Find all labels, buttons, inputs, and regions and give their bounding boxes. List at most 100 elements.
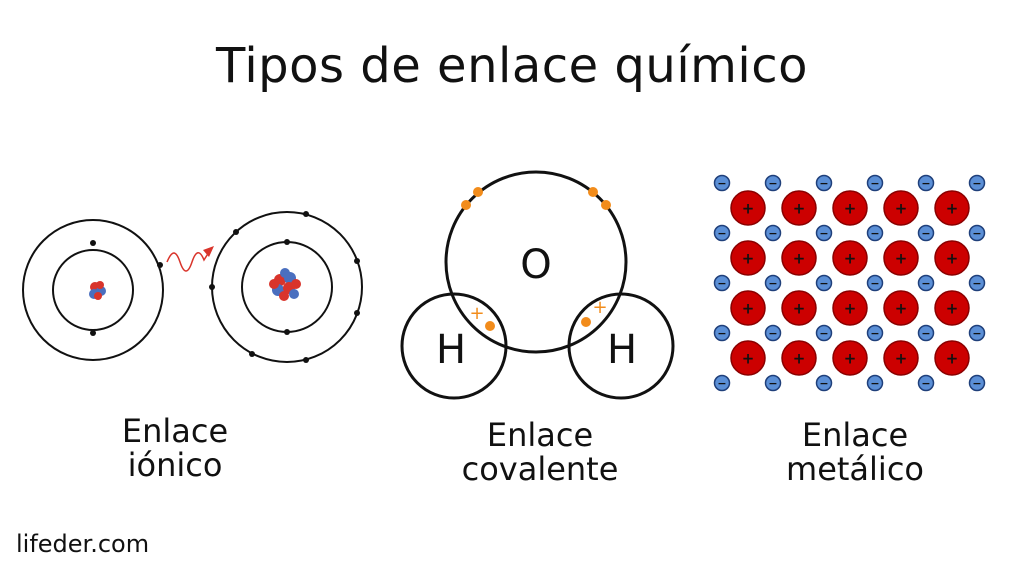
free-electron: −	[815, 274, 833, 292]
metal-cation: +	[730, 190, 766, 226]
svg-text:+: +	[946, 349, 959, 367]
svg-text:−: −	[921, 177, 930, 190]
svg-text:−: −	[972, 277, 981, 290]
oxygen-symbol: O	[520, 242, 551, 288]
electron	[157, 262, 163, 268]
free-electron: −	[815, 324, 833, 342]
metal-cation: +	[883, 240, 919, 276]
ionic-bond-label: Enlace iónico	[90, 414, 260, 482]
free-electron: −	[917, 274, 935, 292]
svg-text:+: +	[844, 199, 857, 217]
svg-text:−: −	[972, 327, 981, 340]
brand-logo-text: lifeder.com	[16, 530, 150, 558]
free-electron: −	[968, 274, 986, 292]
svg-text:+: +	[895, 249, 908, 267]
svg-text:+: +	[895, 299, 908, 317]
electron	[303, 211, 309, 217]
svg-text:−: −	[717, 327, 726, 340]
svg-text:+: +	[793, 199, 806, 217]
metal-cation: +	[730, 290, 766, 326]
svg-text:−: −	[819, 177, 828, 190]
electron	[90, 240, 96, 246]
svg-text:+: +	[742, 349, 755, 367]
metal-cation: +	[934, 290, 970, 326]
free-electron: −	[713, 374, 731, 392]
electron	[284, 239, 290, 245]
valence-electron	[588, 187, 598, 197]
free-electron: −	[764, 274, 782, 292]
svg-text:−: −	[768, 227, 777, 240]
svg-text:−: −	[717, 277, 726, 290]
oxygen-atom	[444, 170, 628, 354]
svg-text:−: −	[972, 177, 981, 190]
svg-text:−: −	[768, 177, 777, 190]
svg-text:+: +	[946, 249, 959, 267]
hydrogen-atom-right	[567, 292, 675, 400]
svg-text:−: −	[717, 377, 726, 390]
metal-cation: +	[934, 340, 970, 376]
free-electron: −	[713, 324, 731, 342]
metal-cation: +	[883, 290, 919, 326]
svg-text:−: −	[972, 377, 981, 390]
free-electron: −	[713, 274, 731, 292]
metal-cation: +	[781, 190, 817, 226]
electron-transfer-arrow	[166, 246, 214, 272]
free-electron: −	[815, 374, 833, 392]
svg-text:−: −	[819, 327, 828, 340]
svg-text:+: +	[946, 299, 959, 317]
svg-text:−: −	[717, 227, 726, 240]
metal-cation: +	[832, 240, 868, 276]
valence-electron	[473, 187, 483, 197]
metal-cation: +	[781, 240, 817, 276]
free-electron: −	[764, 224, 782, 242]
free-electron: −	[917, 174, 935, 192]
free-electron: −	[815, 174, 833, 192]
free-electron: −	[917, 224, 935, 242]
svg-text:−: −	[921, 227, 930, 240]
svg-text:−: −	[921, 327, 930, 340]
electron	[249, 351, 255, 357]
electron	[209, 284, 215, 290]
svg-text:−: −	[870, 277, 879, 290]
metal-cation: +	[934, 190, 970, 226]
metal-cation: +	[832, 190, 868, 226]
free-electron: −	[764, 174, 782, 192]
svg-text:−: −	[768, 377, 777, 390]
svg-text:−: −	[819, 277, 828, 290]
electron	[354, 258, 360, 264]
electron	[354, 310, 360, 316]
svg-text:−: −	[972, 227, 981, 240]
metallic-label-line1: Enlace	[801, 416, 909, 454]
free-electron: −	[866, 324, 884, 342]
atom-left-outer-shell	[22, 219, 164, 361]
svg-text:+: +	[793, 249, 806, 267]
free-electron: −	[866, 224, 884, 242]
metal-cation: +	[781, 290, 817, 326]
svg-text:−: −	[870, 227, 879, 240]
free-electron: −	[866, 274, 884, 292]
free-electron: −	[968, 324, 986, 342]
svg-text:−: −	[819, 227, 828, 240]
hydrogen-symbol-left: H	[436, 327, 466, 373]
free-electron: −	[866, 174, 884, 192]
page-title: Tipos de enlace químico	[216, 38, 808, 94]
electron	[233, 229, 239, 235]
hydrogen-symbol-right: H	[607, 327, 637, 373]
shared-electron	[485, 321, 495, 331]
svg-text:+: +	[895, 349, 908, 367]
free-electron: −	[917, 374, 935, 392]
metal-cation: +	[832, 340, 868, 376]
svg-text:−: −	[870, 177, 879, 190]
svg-text:−: −	[921, 377, 930, 390]
covalent-bond-diagram: O H H + +	[400, 170, 675, 400]
metallic-bond-label: Enlace metálico	[760, 418, 950, 486]
svg-text:+: +	[742, 249, 755, 267]
ionic-label-line1: Enlace	[121, 412, 229, 450]
shared-electron	[581, 317, 591, 327]
metal-cation: +	[832, 290, 868, 326]
svg-text:+: +	[742, 199, 755, 217]
hydrogen-charge-right: +	[592, 297, 607, 318]
atom-right-nucleus	[269, 268, 301, 301]
free-electron: −	[764, 374, 782, 392]
